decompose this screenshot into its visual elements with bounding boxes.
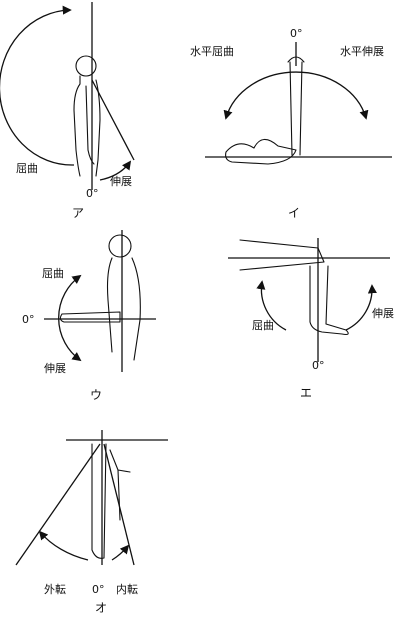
panel-i-body [226,57,304,164]
panel-o-body [92,444,130,558]
panel-a-extension-label: 伸展 [110,176,132,187]
panel-u-arc [59,276,80,360]
panel-o-zero-label: 0° [92,584,105,595]
panel-i-horizontal-arc [226,72,366,118]
panel-i-zero-label: 0° [290,28,303,39]
panel-e-caption: エ [300,387,312,399]
panel-u-zero-label: 0° [22,314,35,325]
panel-i-horizontal-extension-label: 水平伸展 [340,46,384,57]
panel-o-adduction-label: 内転 [116,584,138,595]
panel-u-caption: ウ [90,389,102,401]
panel-a-body [74,56,100,176]
panel-u-figure [44,230,156,372]
panel-a-flexion-label: 屈曲 [16,163,38,174]
panel-u-body [60,235,140,360]
panel-u-flexion-label: 屈曲 [42,268,64,279]
panel-i-figure [205,42,392,164]
panel-e-zero-label: 0° [312,360,325,371]
panel-o-figure [16,430,168,565]
panel-u-extension-label: 伸展 [44,363,66,374]
panel-e-extension-label: 伸展 [372,308,394,319]
panel-o-adduction-arc [112,546,128,560]
panel-i-horizontal-flexion-label: 水平屈曲 [190,46,234,57]
panel-o-caption: オ [95,602,107,614]
panel-i-caption: イ [288,207,300,219]
panel-a-flexion-arc [0,10,74,165]
panel-a-zero-label: 0° [86,188,99,199]
panel-o-abduction-label: 外転 [44,584,66,595]
panel-e-figure [228,238,390,362]
panel-e-flexion-label: 屈曲 [252,320,274,331]
panel-e-extension-arc [346,286,372,330]
panel-o-abduction-arc [40,532,88,560]
panel-a-caption: ア [72,207,84,219]
